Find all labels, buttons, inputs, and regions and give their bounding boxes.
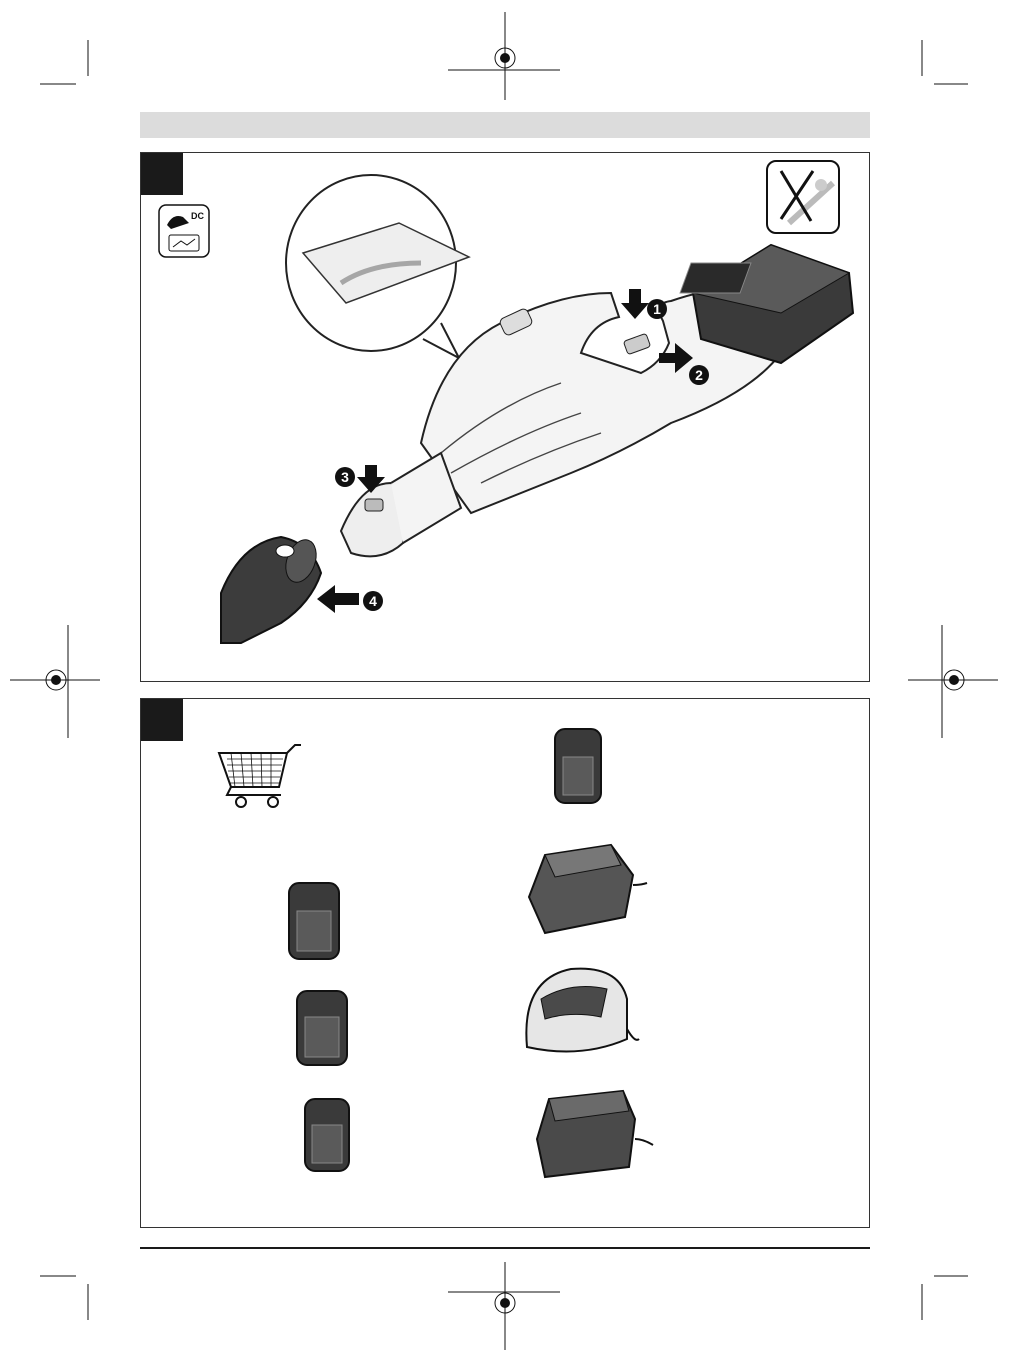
charger-fast xyxy=(537,1091,653,1177)
step-badge-2: 2 xyxy=(689,365,709,385)
battery-small xyxy=(305,1099,349,1171)
footer-rule xyxy=(140,1247,870,1249)
dc-power-manual-icon: DC xyxy=(159,205,209,257)
no-water-spray-icon xyxy=(767,161,839,233)
charger-dome xyxy=(526,969,639,1052)
charger-flat xyxy=(529,845,647,933)
figure-a-illustration: DC xyxy=(141,153,869,681)
arrow-step-4 xyxy=(317,585,359,613)
figure-panel-b xyxy=(140,698,870,1228)
figure-b-illustration xyxy=(141,699,869,1227)
figure-panel-a: DC xyxy=(140,152,870,682)
svg-text:2: 2 xyxy=(695,367,703,383)
svg-text:1: 1 xyxy=(653,301,661,317)
blower-tube xyxy=(221,536,322,643)
cleaning-cloth-icon xyxy=(286,175,469,358)
header-bar xyxy=(140,112,870,138)
shopping-cart-icon xyxy=(219,745,301,807)
step-badge-1: 1 xyxy=(647,299,667,319)
battery-large xyxy=(289,883,339,959)
battery-compact xyxy=(555,729,601,803)
step-badge-3: 3 xyxy=(335,467,355,487)
battery-medium xyxy=(297,991,347,1065)
step-badge-4: 4 xyxy=(363,591,383,611)
arrow-step-1 xyxy=(621,289,649,319)
dc-label: DC xyxy=(191,211,204,221)
svg-text:4: 4 xyxy=(369,593,377,609)
svg-text:3: 3 xyxy=(341,469,349,485)
